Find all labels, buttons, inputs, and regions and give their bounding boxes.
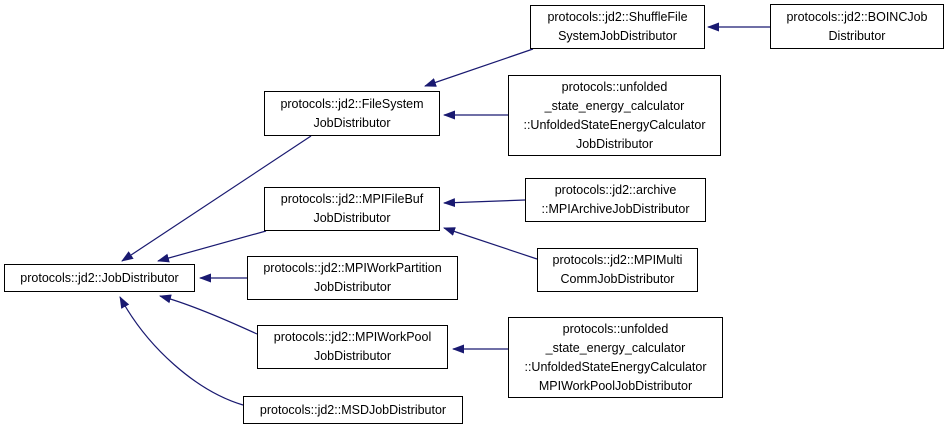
node-mpi-archive-job-distributor-label-line-1: protocols::jd2::archive <box>554 183 677 197</box>
node-unfolded-state-energy-calculator-job-distributor-label-line-2: _state_energy_calculator <box>544 98 685 113</box>
node-mpi-work-pool-job-distributor-label-line-1: protocols::jd2::MPIWorkPool <box>273 330 432 344</box>
node-shuffle-file-system-job-distributor-label-line-2: SystemJobDistributor <box>558 29 677 43</box>
inheritance-arrow-mpi-work-pool-job-distributor-to-job-distributor <box>159 294 258 335</box>
node-unfolded-state-energy-calculator-mpi-work-pool-job-distributor-label-line-4: MPIWorkPoolJobDistributor <box>538 378 693 393</box>
node-unfolded-state-energy-calculator-mpi-work-pool-job-distributor-label-line-3: ::UnfoldedStateEnergyCalculator <box>524 359 707 374</box>
node-mpi-archive-job-distributor-label-line-2: ::MPIArchiveJobDistributor <box>541 202 690 216</box>
node-file-system-job-distributor-label-line-2: JobDistributor <box>313 115 391 130</box>
inheritance-arrow-mpi-archive-job-distributor-to-mpi-file-buf-job-distributor <box>443 198 526 208</box>
node-msd-job-distributor-label-line-1: protocols::jd2::MSDJobDistributor <box>259 402 447 417</box>
inheritance-arrow-msd-job-distributor-to-job-distributor <box>119 296 244 406</box>
node-mpi-multi-comm-job-distributor-label-line-1: protocols::jd2::MPIMulti <box>552 253 683 267</box>
node-unfolded-state-energy-calculator-mpi-work-pool-job-distributor-label-line-1: protocols::unfolded <box>562 321 669 336</box>
node-mpi-file-buf-job-distributor-label-line-2: JobDistributor <box>313 211 391 225</box>
node-boinc-job-distributor-label-line-1: protocols::jd2::BOINCJob <box>786 9 928 24</box>
inheritance-arrow-shuffle-file-system-job-distributor-to-file-system-job-distributor <box>424 48 534 87</box>
inheritance-arrow-file-system-job-distributor-to-job-distributor <box>121 135 312 262</box>
node-unfolded-state-energy-calculator-job-distributor[interactable]: protocols::unfolded_state_energy_calcula… <box>508 75 721 156</box>
node-mpi-work-partition-job-distributor-label-line-1: protocols::jd2::MPIWorkPartition <box>263 261 442 275</box>
node-unfolded-state-energy-calculator-job-distributor-label-line-1: protocols::unfolded <box>561 79 668 94</box>
node-boinc-job-distributor-label-line-2: Distributor <box>828 28 886 43</box>
node-shuffle-file-system-job-distributor-label-line-1: protocols::jd2::ShuffleFile <box>547 10 688 24</box>
node-mpi-work-pool-job-distributor-label-line-2: JobDistributor <box>313 349 392 363</box>
node-file-system-job-distributor-label-line-1: protocols::jd2::FileSystem <box>280 96 424 111</box>
node-mpi-multi-comm-job-distributor-label-line-2: CommJobDistributor <box>560 272 675 286</box>
node-job-distributor[interactable]: protocols::jd2::JobDistributor <box>4 264 195 292</box>
node-mpi-archive-job-distributor[interactable]: protocols::jd2::archive::MPIArchiveJobDi… <box>525 178 706 222</box>
node-mpi-file-buf-job-distributor-label-line-1: protocols::jd2::MPIFileBuf <box>280 192 424 206</box>
node-unfolded-state-energy-calculator-job-distributor-label-line-3: ::UnfoldedStateEnergyCalculator <box>523 117 706 132</box>
node-unfolded-state-energy-calculator-job-distributor-label-line-4: JobDistributor <box>575 136 654 151</box>
node-msd-job-distributor[interactable]: protocols::jd2::MSDJobDistributor <box>243 396 463 424</box>
node-unfolded-state-energy-calculator-mpi-work-pool-job-distributor-label-line-2: _state_energy_calculator <box>545 340 686 355</box>
node-mpi-work-partition-job-distributor-label-line-2: JobDistributor <box>313 280 392 294</box>
inheritance-arrow-mpi-multi-comm-job-distributor-to-mpi-file-buf-job-distributor <box>443 227 538 260</box>
node-job-distributor-label-line-1: protocols::jd2::JobDistributor <box>20 270 179 285</box>
inheritance-arrow-mpi-file-buf-job-distributor-to-job-distributor <box>157 230 267 263</box>
node-unfolded-state-energy-calculator-mpi-work-pool-job-distributor[interactable]: protocols::unfolded_state_energy_calcula… <box>508 317 723 398</box>
